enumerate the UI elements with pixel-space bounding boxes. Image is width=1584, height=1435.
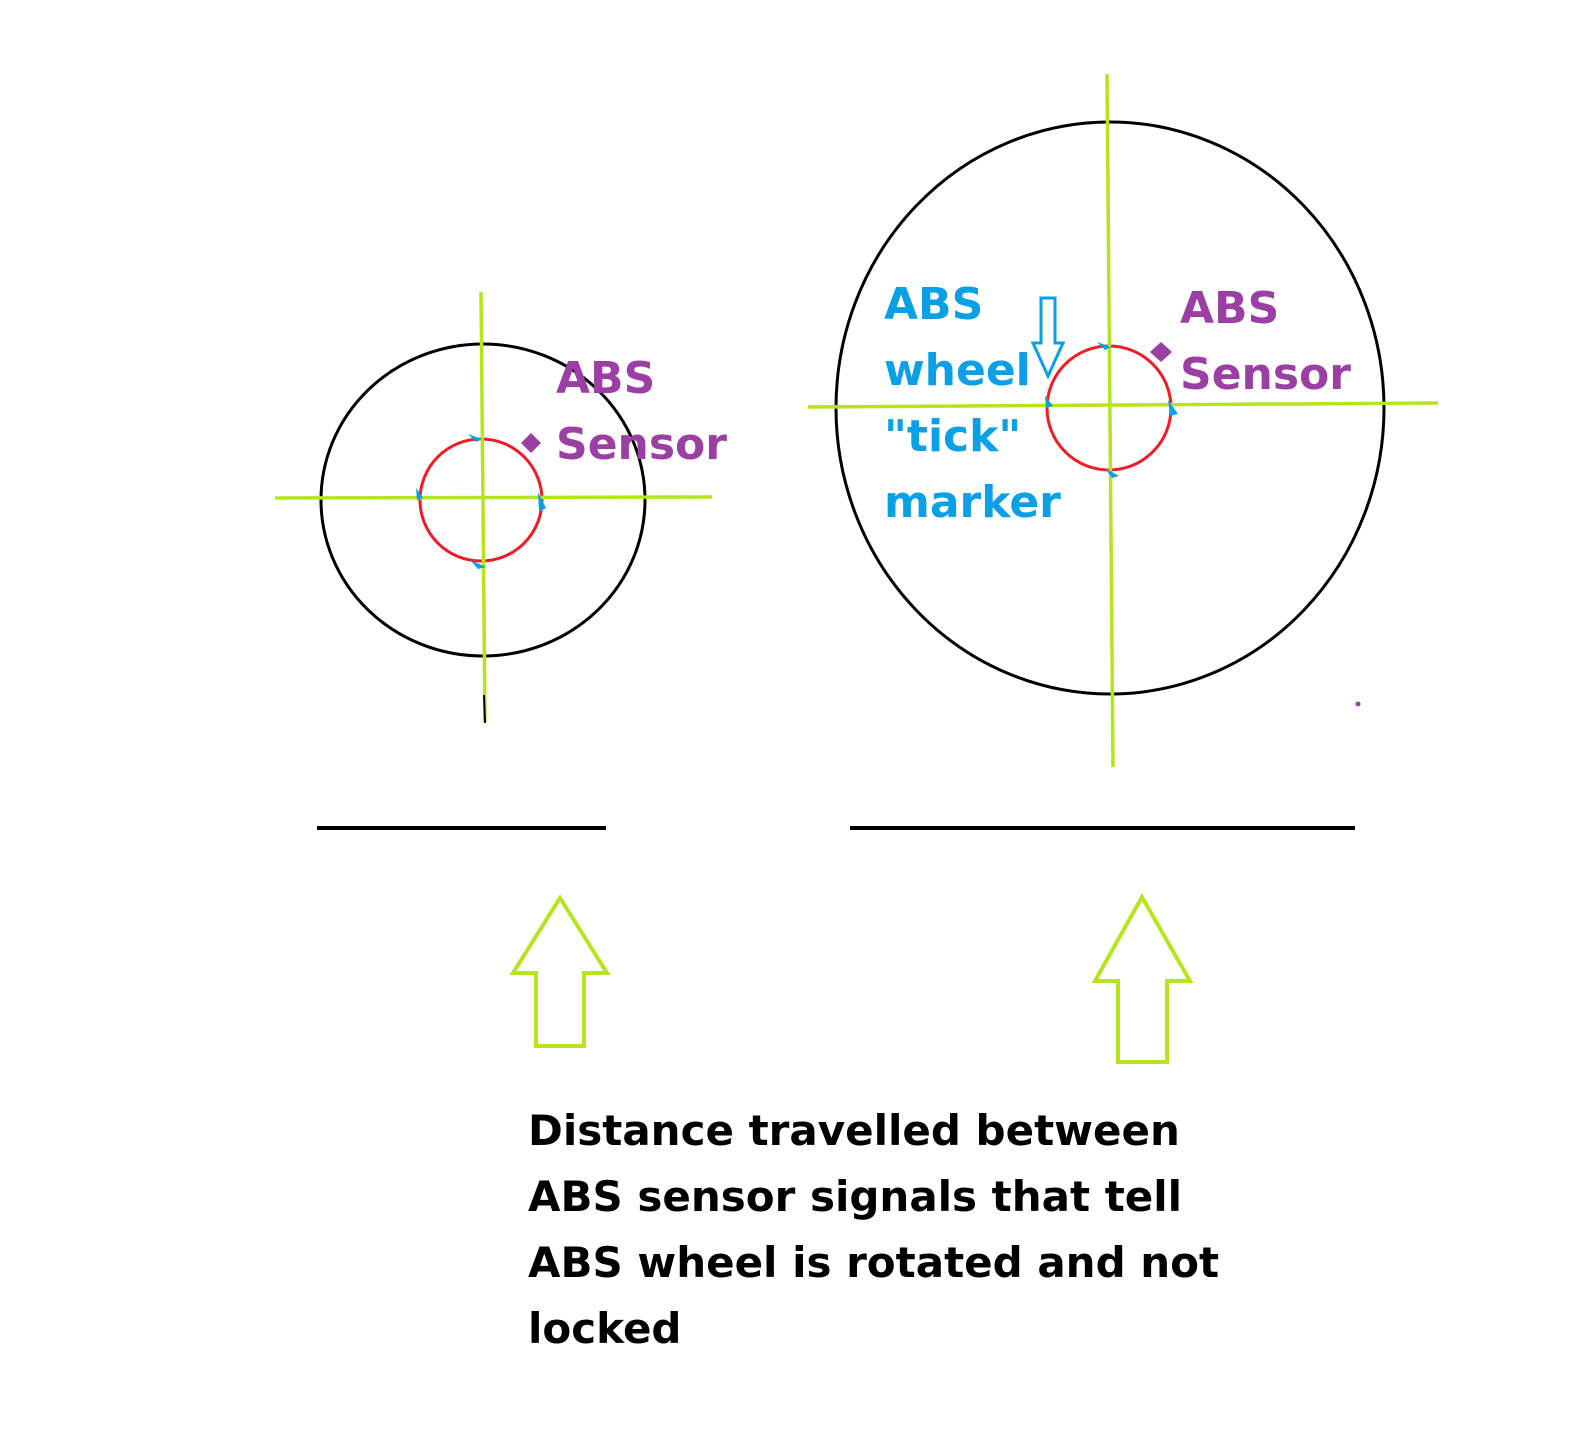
tick-marker-label-line-1: ABS — [884, 279, 984, 330]
small-crosshair-horizontal — [274, 495, 713, 500]
stray-dot — [1355, 701, 1361, 707]
caption: Distance travelled between ABS sensor si… — [528, 1098, 1219, 1362]
large-tick-marker-left — [1045, 396, 1053, 408]
small-tick-marker-top — [468, 434, 482, 442]
large-wheel — [807, 73, 1439, 768]
caption-line-2: ABS sensor signals that tell — [528, 1172, 1183, 1221]
small-sensor-label: ABS Sensor — [556, 346, 727, 478]
large-sensor-label-line-2: Sensor — [1180, 349, 1351, 400]
tick-marker-label: ABS wheel "tick" marker — [884, 272, 1061, 536]
caption-line-1: Distance travelled between — [528, 1106, 1180, 1155]
tick-marker-label-line-2: wheel — [884, 345, 1031, 396]
small-axis-black-tick — [483, 694, 486, 724]
large-up-arrow-icon — [1091, 892, 1194, 1064]
large-sensor-label: ABS Sensor — [1180, 276, 1351, 408]
large-tick-marker-top — [1097, 342, 1111, 350]
small-tick-marker-bottom — [470, 560, 486, 569]
small-tick-marker-right — [538, 492, 546, 512]
large-tick-marker-bottom — [1105, 468, 1119, 478]
large-sensor-diamond — [1150, 342, 1172, 362]
small-sensor-diamond — [521, 433, 541, 453]
small-wheel — [274, 291, 713, 724]
caption-line-4: locked — [528, 1304, 682, 1353]
small-sensor-label-line-2: Sensor — [556, 419, 727, 470]
tick-marker-down-arrow-icon — [1030, 296, 1066, 380]
small-tick-marker-left — [416, 488, 423, 500]
large-sensor-label-line-1: ABS — [1180, 283, 1280, 334]
caption-line-3: ABS wheel is rotated and not — [528, 1238, 1220, 1287]
tick-marker-label-line-3: "tick" — [884, 411, 1022, 462]
tick-marker-label-line-4: marker — [884, 477, 1061, 528]
large-crosshair-vertical — [1105, 73, 1115, 768]
large-crosshair-horizontal — [807, 401, 1439, 409]
small-sensor-label-line-1: ABS — [556, 353, 656, 404]
small-up-arrow-icon — [509, 894, 611, 1048]
small-crosshair-vertical — [479, 291, 487, 723]
large-tick-marker-right — [1168, 400, 1178, 416]
